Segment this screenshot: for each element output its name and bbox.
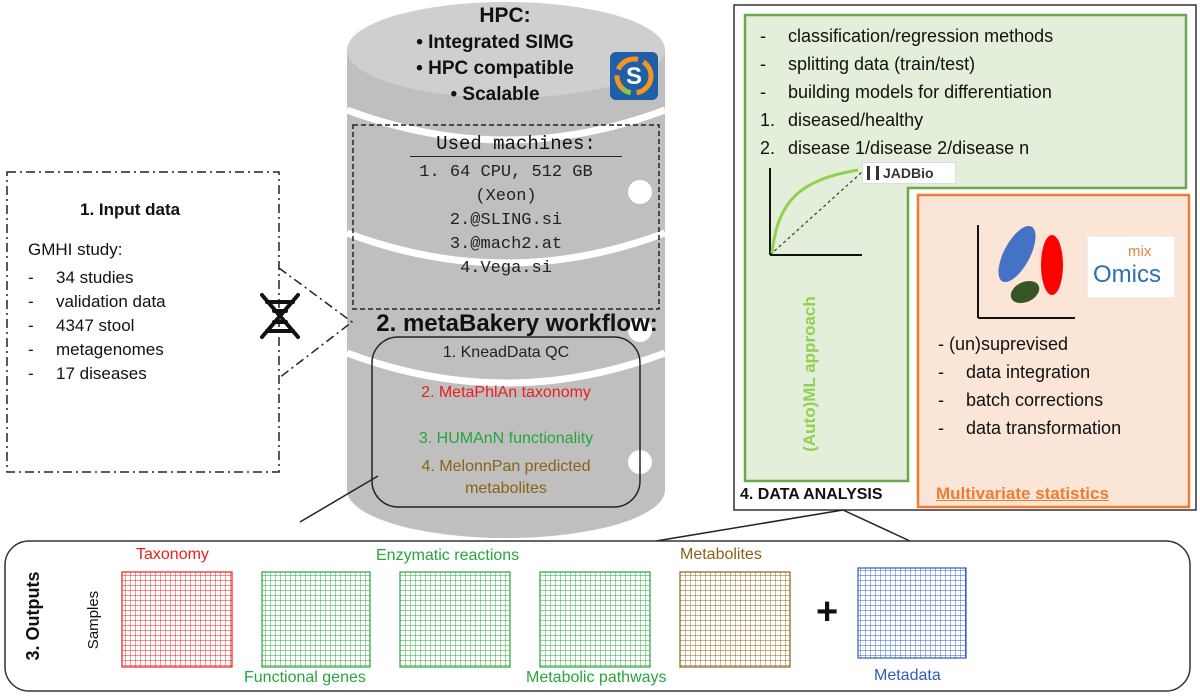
input-subtitle: GMHI study: <box>28 240 123 259</box>
workflow-step-melonnpan: 4. MelonnPan predicted <box>421 458 591 475</box>
samples-label: Samples <box>85 590 102 650</box>
workflow-steps: 1. KneadData QC 2. MetaPhlAn taxonomy 3.… <box>372 342 640 500</box>
machine-3: 3.@mach2.at <box>449 235 563 254</box>
input-item-validation: validation data <box>28 290 166 314</box>
taxonomy-label: Taxonomy <box>136 546 209 563</box>
hpc-bullet-1: • Integrated SIMG <box>416 32 574 53</box>
metabolic-pathways-matrix <box>539 571 651 668</box>
hpc-bullet-2: • HPC compatible <box>416 58 574 79</box>
ml-numbered: 1.diseased/healthy 2.disease 1/disease 2… <box>760 110 1030 158</box>
automl-label: (Auto)ML approach <box>800 296 819 452</box>
jadbio-logo: JADBio <box>862 162 956 184</box>
machine-1: 1. 64 CPU, 512 GB <box>419 163 593 182</box>
database-cylinder <box>345 2 667 538</box>
machine-1-cpu: (Xeon) <box>475 187 537 206</box>
scatter-plot-icon <box>977 225 1075 319</box>
hpc-bullets: • Integrated SIMG • HPC compatible • Sca… <box>370 30 620 108</box>
taxonomy-matrix <box>121 571 233 668</box>
workflow-step-humann: 3. HUMAnN functionality <box>418 430 594 447</box>
metadata-matrix <box>857 567 967 659</box>
metabolites-label: Metabolites <box>680 546 762 563</box>
input-item-metagenomes: metagenomes <box>28 338 166 362</box>
machines-title: Used machines: <box>410 132 622 157</box>
plus-sign: + <box>816 591 839 633</box>
ml-item-methods: classification/regression methods <box>760 22 1053 50</box>
cylinder-dot-2 <box>628 318 652 342</box>
mv-first: - (un)suprevised <box>938 334 1069 354</box>
hpc-bullet-3: • Scalable <box>450 84 540 105</box>
ml-item-splitting: splitting data (train/test) <box>760 50 1053 78</box>
ml-items: classification/regression methods splitt… <box>760 22 1053 106</box>
mv-items: data integration batch corrections data … <box>938 358 1121 442</box>
functional-genes-label: Functional genes <box>244 669 366 686</box>
machines-box <box>352 124 660 310</box>
ml-numbered-healthy: diseased/healthy <box>788 110 924 130</box>
mv-title: Multivariate statistics <box>936 484 1109 503</box>
input-item-diseases: 17 diseases <box>28 362 166 386</box>
dna-icon <box>260 293 300 339</box>
metabolites-matrix <box>679 571 791 668</box>
singularity-logo-icon: S <box>610 52 658 100</box>
mv-item-batch: batch corrections <box>938 386 1121 414</box>
pathways-label: Metabolic pathways <box>526 669 667 686</box>
mv-item-integration: data integration <box>938 358 1121 386</box>
machine-2: 2.@SLING.si <box>449 211 563 230</box>
input-item-stool: 4347 stool <box>28 314 166 338</box>
workflow-title: 2. metaBakery workflow: <box>376 310 658 337</box>
input-item-studies: 34 studies <box>28 266 166 290</box>
metadata-label: Metadata <box>874 667 941 684</box>
enzymatic-label: Enzymatic reactions <box>376 547 520 564</box>
mv-item-transformation: data transformation <box>938 414 1121 442</box>
workflow-box <box>371 336 641 508</box>
enzymatic-reactions-matrix <box>399 571 511 668</box>
cylinder-dot-1 <box>628 180 652 204</box>
hpc-title: HPC: <box>479 4 531 27</box>
automl-panel <box>743 13 1188 483</box>
ml-item-building: building models for differentiation <box>760 78 1053 106</box>
input-items: 34 studies validation data 4347 stool me… <box>28 266 166 386</box>
machines-list: 1. 64 CPU, 512 GB (Xeon) 2.@SLING.si 3.@… <box>360 161 652 281</box>
mixomics-logo: mix Omics <box>1087 236 1175 298</box>
roc-curve-icon <box>769 168 863 256</box>
jadbio-bars-icon <box>867 166 879 180</box>
workflow-step-metabolites: metabolites <box>465 480 547 497</box>
analysis-section-title: 4. DATA ANALYSIS <box>740 486 883 503</box>
functional-genes-matrix <box>261 571 371 668</box>
machine-4: 4.Vega.si <box>460 259 552 278</box>
input-title: 1. Input data <box>80 200 181 219</box>
outputs-title: 3. Outputs <box>23 571 43 661</box>
workflow-step-metaphlan: 2. MetaPhlAn taxonomy <box>421 384 591 401</box>
workflow-step-kneaddata: 1. KneadData QC <box>442 344 570 361</box>
svg-text:S: S <box>626 63 642 90</box>
ml-numbered-disease: disease 1/disease 2/disease n <box>788 138 1030 158</box>
